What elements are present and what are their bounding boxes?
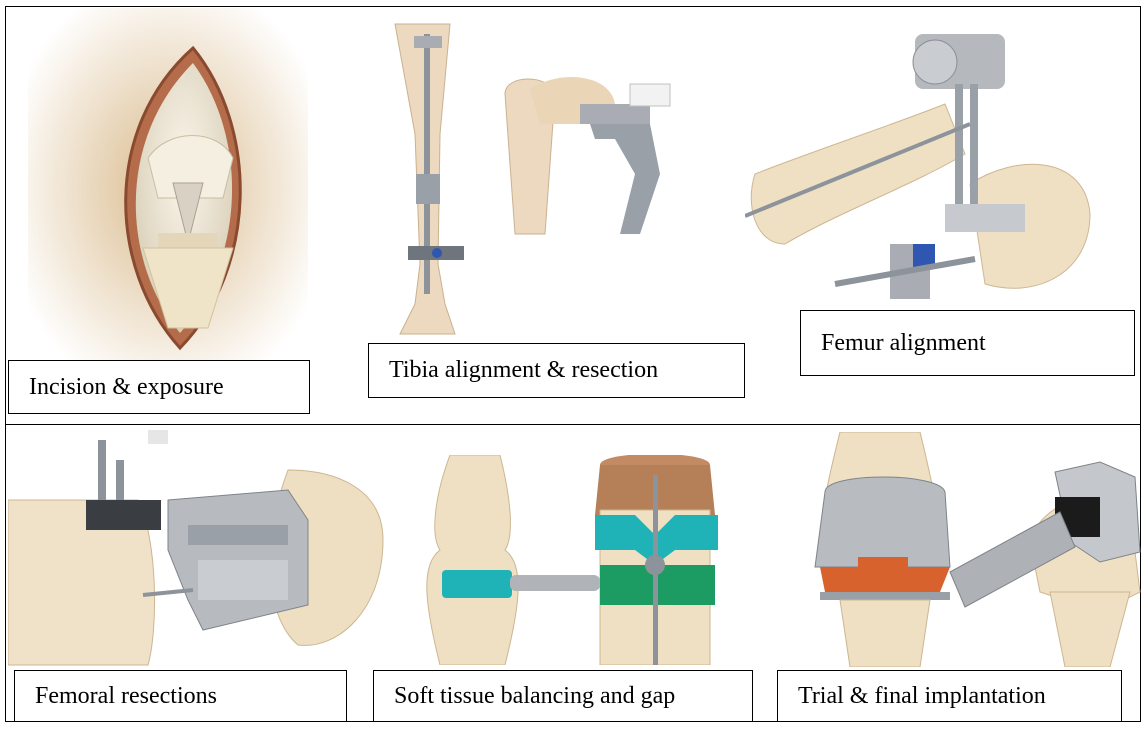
incision-illustration (8, 8, 308, 368)
panel-incision (8, 8, 308, 408)
label-tibia: Tibia alignment & resection (368, 343, 745, 398)
panel-femoral-resections (8, 430, 388, 670)
label-soft-tissue: Soft tissue balancing and gap (373, 670, 753, 722)
row-divider (5, 424, 1141, 425)
panel-femur (745, 14, 1140, 304)
femoral-resections-illustration (8, 430, 388, 670)
panel-tibia (380, 14, 720, 344)
soft-tissue-illustration (400, 455, 750, 665)
label-incision: Incision & exposure (8, 360, 310, 414)
panel-soft-tissue (400, 455, 750, 665)
label-femur: Femur alignment (800, 310, 1135, 376)
tibia-illustration (380, 14, 720, 344)
panel-implantation (800, 432, 1145, 667)
implantation-illustration (800, 432, 1145, 667)
label-implantation: Trial & final implantation (777, 670, 1122, 722)
femur-illustration (745, 14, 1140, 304)
label-femoral-resections: Femoral resections (14, 670, 347, 722)
